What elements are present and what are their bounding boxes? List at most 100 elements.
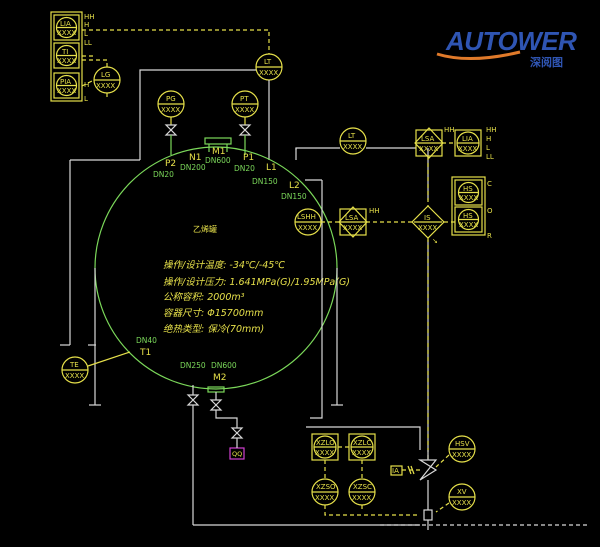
lsa-mid-instrument: LSA XXXX HH <box>338 206 414 238</box>
zsc-value: XXXX <box>352 494 371 502</box>
xv-instrument: XV XXXX <box>435 483 476 513</box>
tank-spec-temp: 操作/设计温度: -34℃/-45℃ <box>163 259 285 271</box>
lshh-tag: LSHH <box>297 213 316 221</box>
lt-top-instrument: LT XXXX <box>255 53 283 81</box>
left-stack: LIA XXXX HH H L LL TI XXXX PIA XXXX H L <box>50 11 95 103</box>
lia-right-value: XXXX <box>458 145 477 153</box>
nozzle-t1-size: DN40 <box>136 336 157 345</box>
lt-right-tag: LT <box>348 132 356 140</box>
hs-group: HS XXXX C HS XXXX O R <box>451 176 493 240</box>
lshh-value: XXXX <box>298 224 317 232</box>
autower-logo: AUTOWER 深阅图 <box>436 26 578 69</box>
tank-spec-insulation: 绝热类型: 保冷(70mm) <box>163 323 264 335</box>
pt-tag: PT <box>240 95 249 103</box>
xv-value: XXXX <box>452 499 471 507</box>
nozzle-m1-size: DN600 <box>205 156 231 165</box>
ia-tag: IA <box>392 467 399 475</box>
ti-box <box>53 42 80 69</box>
lsa-top-value: XXXX <box>419 145 438 153</box>
lia-left-mark-hh: HH <box>84 13 95 21</box>
hsv-instrument: HSV XXXX <box>435 435 476 468</box>
lg-tag: LG <box>101 71 110 79</box>
hs1-mark-c: C <box>487 180 492 188</box>
lshh-instrument: LSHH XXXX <box>294 208 340 236</box>
te-value: XXXX <box>65 372 84 380</box>
hs-frame <box>451 176 486 236</box>
zsc-tag: XZSC <box>353 483 372 491</box>
valve-position-group: XZLO XXXX XZLC XXXX XZSO XXXX XZSC XXXX <box>306 426 421 516</box>
pia-mark-h: H <box>84 81 89 89</box>
tank-name: 乙烯罐 <box>193 224 217 234</box>
hsv-value: XXXX <box>452 451 471 459</box>
pia-mark-l: L <box>84 95 88 103</box>
pg-value: XXXX <box>161 106 180 114</box>
hsv-tag: HSV <box>455 440 470 448</box>
lg-instrument: LG XXXX <box>93 66 121 94</box>
hs2-tag: HS <box>463 212 473 220</box>
tank-spec-volume: 公称容积: 2000m³ <box>163 291 245 303</box>
nozzle-t1: T1 <box>139 348 151 358</box>
bottom-valve-left <box>186 394 200 406</box>
lsa-top-tag: LSA <box>421 135 434 143</box>
pt-valve <box>238 124 252 136</box>
tank-spec-size: 容器尺寸: Φ15700mm <box>163 307 263 319</box>
lia-right-mark-hh: HH <box>486 126 497 134</box>
nozzle-n1-size: DN200 <box>180 163 206 172</box>
pg-instrument: PG XXXX <box>157 90 185 155</box>
lia-left-tag: LIA <box>60 20 71 28</box>
nozzle-p1-size: DN20 <box>234 164 255 173</box>
lia-left-mark-h: H <box>84 21 89 29</box>
lia-left-mark-ll: LL <box>84 39 92 47</box>
lia-right-mark-l: L <box>486 144 490 152</box>
zlo-value: XXXX <box>315 449 334 457</box>
logo-brand: AUTOWER <box>445 26 577 56</box>
lsa-mid-value: XXXX <box>343 224 362 232</box>
hs2-mark-o: O <box>487 207 493 215</box>
ia-actuator: IA <box>390 465 420 476</box>
nozzle-p2: P2 <box>165 159 176 169</box>
nozzle-l2-size: DN150 <box>281 192 307 201</box>
shutdown-valve <box>380 450 590 530</box>
bottom-valve-m2 <box>209 399 223 411</box>
lia-left-value: XXXX <box>57 29 76 37</box>
pg-valve <box>164 124 178 136</box>
lsa-mid-mark-hh: HH <box>369 207 380 215</box>
tank-spec-pressure: 操作/设计压力: 1.641MPa(G)/1.95MPa(G) <box>163 277 350 288</box>
lsa-mid-tag: LSA <box>345 214 358 222</box>
nozzle-n1: N1 <box>189 153 201 163</box>
bottom-outlets: QQ <box>186 385 420 526</box>
zlo-tag: XZLO <box>316 439 335 447</box>
pg-tag: PG <box>166 95 176 103</box>
nozzle-p2-size: DN20 <box>153 170 174 179</box>
xv-tag: XV <box>457 488 467 496</box>
nozzle-m1: M1 <box>212 147 226 157</box>
zso-tag: XZSO <box>316 483 336 491</box>
nozzle-l1-size: DN150 <box>252 177 278 186</box>
is-interlock: IS XXXX ↘ <box>411 156 455 460</box>
pia-tag: PIA <box>60 78 71 86</box>
lia-left-mark-l: L <box>84 30 88 38</box>
lt-top-tag: LT <box>264 58 272 66</box>
lia-right-mark-ll: LL <box>486 153 494 161</box>
lt-right-instrument: LT XXXX <box>339 127 367 155</box>
lia-right-instrument: LIA XXXX HH H L LL <box>442 126 497 161</box>
is-tag: IS <box>424 214 431 222</box>
lg-value: XXXX <box>96 82 115 90</box>
is-value: XXXX <box>418 224 437 232</box>
hs2-mark-r: R <box>487 232 492 240</box>
nozzle-p1: P1 <box>243 153 254 163</box>
hs1-value: XXXX <box>459 194 478 202</box>
lia-left-box <box>53 14 80 41</box>
hs1-tag: HS <box>463 185 473 193</box>
nozzle-m2: M2 <box>213 373 227 383</box>
pt-value: XXXX <box>235 106 254 114</box>
tank-vessel: 乙烯罐 操作/设计温度: -34℃/-45℃ 操作/设计压力: 1.641MPa… <box>89 146 350 406</box>
te-tag: TE <box>69 361 79 369</box>
zlc-tag: XZLC <box>353 439 371 447</box>
qq-tag: QQ <box>232 450 242 458</box>
nozzle-labels: P2 DN20 N1 DN200 M1 DN600 P1 DN20 L1 DN1… <box>136 147 307 383</box>
lsa-top-mark-hh: HH <box>444 126 455 134</box>
lia-right-mark-h: H <box>486 135 491 143</box>
ti-value: XXXX <box>57 57 76 65</box>
lt-right-value: XXXX <box>343 143 362 151</box>
